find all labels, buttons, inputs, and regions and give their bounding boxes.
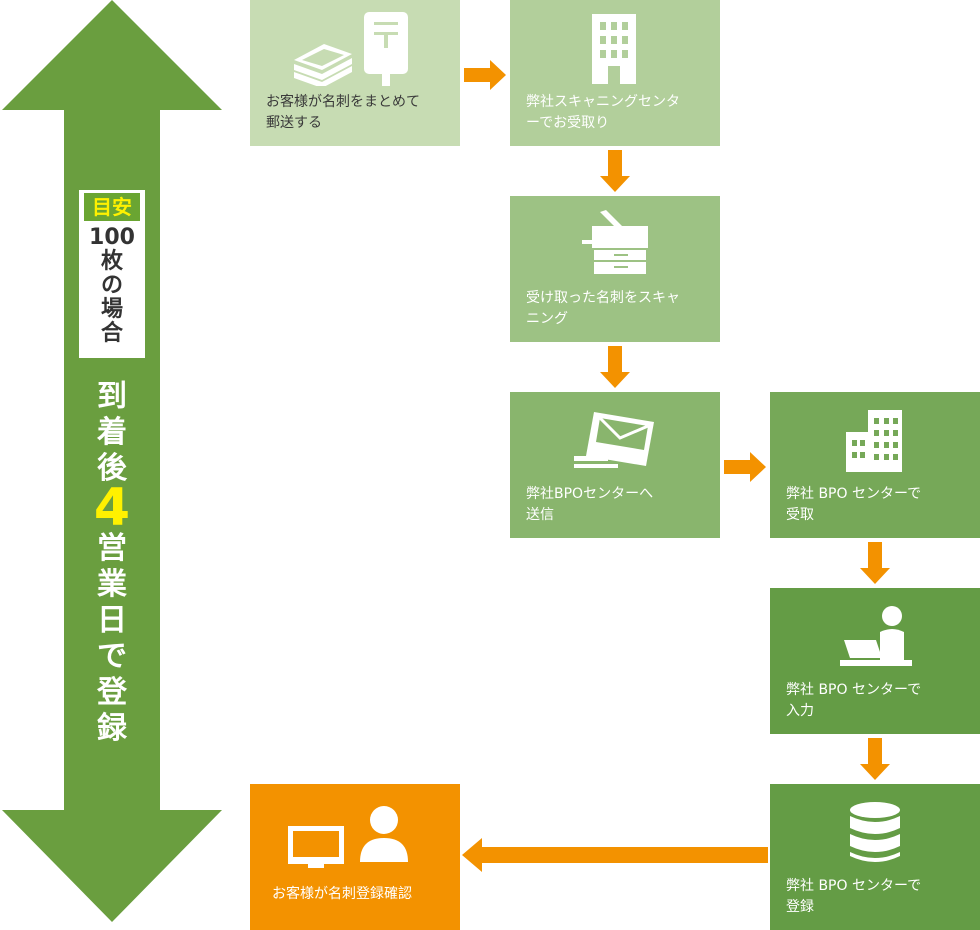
database-icon	[850, 802, 900, 862]
step-scan-cards: 受け取った名刺をスキャ ニング	[510, 196, 720, 342]
step-label: 弊社BPOセンターへ 送信	[526, 486, 654, 523]
flow-arrow-left	[462, 838, 768, 872]
timeline-char: 業	[97, 567, 127, 602]
flow-arrow-down	[860, 542, 890, 584]
estimate-condition: 100 枚 の 場 合	[89, 225, 135, 346]
office-building-icon	[592, 14, 636, 84]
timeline-char: 登	[97, 675, 127, 710]
estimate-tag: 目安	[84, 193, 140, 221]
step-label: 弊社スキャニングセンタ ーでお受取り	[526, 94, 680, 131]
send-envelope-icon	[574, 412, 654, 468]
step-customer-confirms: お客様が名刺登録確認	[250, 784, 460, 930]
step-send-to-bpo: 弊社BPOセンターへ 送信	[510, 392, 720, 538]
timeline-char: 着	[97, 415, 127, 450]
timeline-char: 到	[97, 379, 127, 414]
step-label: 受け取った名刺をスキャ ニング	[526, 290, 680, 327]
step-scanning-center-receives: 弊社スキャニングセンタ ーでお受取り	[510, 0, 720, 146]
step-label: 弊社 BPO センターで 受取	[786, 486, 922, 523]
step-label: 弊社 BPO センターで 入力	[786, 682, 922, 719]
office-building-icon	[846, 410, 902, 472]
timeline-char: 録	[97, 711, 127, 746]
flow-arrow-down	[600, 150, 630, 192]
step-bpo-receives: 弊社 BPO センターで 受取	[770, 392, 980, 538]
flow-arrow-down	[860, 738, 890, 780]
flow-arrow-right	[724, 452, 766, 482]
timeline-double-arrow	[2, 0, 222, 922]
flow-arrow-down	[600, 346, 630, 388]
step-label: 弊社 BPO センターで 登録	[786, 878, 922, 915]
monitor-user-icon	[288, 806, 408, 868]
step-bpo-registers: 弊社 BPO センターで 登録	[770, 784, 980, 930]
step-customer-mails-cards: お客様が名刺をまとめて 郵送する	[250, 0, 460, 146]
step-label: お客様が名刺をまとめて 郵送する	[266, 94, 420, 131]
timeline-char: 営	[97, 531, 127, 566]
timeline-char: 日	[97, 603, 127, 638]
step-label: お客様が名刺登録確認	[272, 886, 412, 902]
timeline-char: 後	[97, 451, 127, 486]
business-days-number: 4	[93, 478, 131, 538]
timeline-char: で	[97, 639, 127, 674]
copier-scanner-icon	[582, 210, 648, 274]
step-bpo-inputs: 弊社 BPO センターで 入力	[770, 588, 980, 734]
person-at-laptop-icon	[840, 606, 912, 666]
flow-arrow-right	[464, 60, 506, 90]
mail-postbox-icon	[294, 12, 408, 86]
